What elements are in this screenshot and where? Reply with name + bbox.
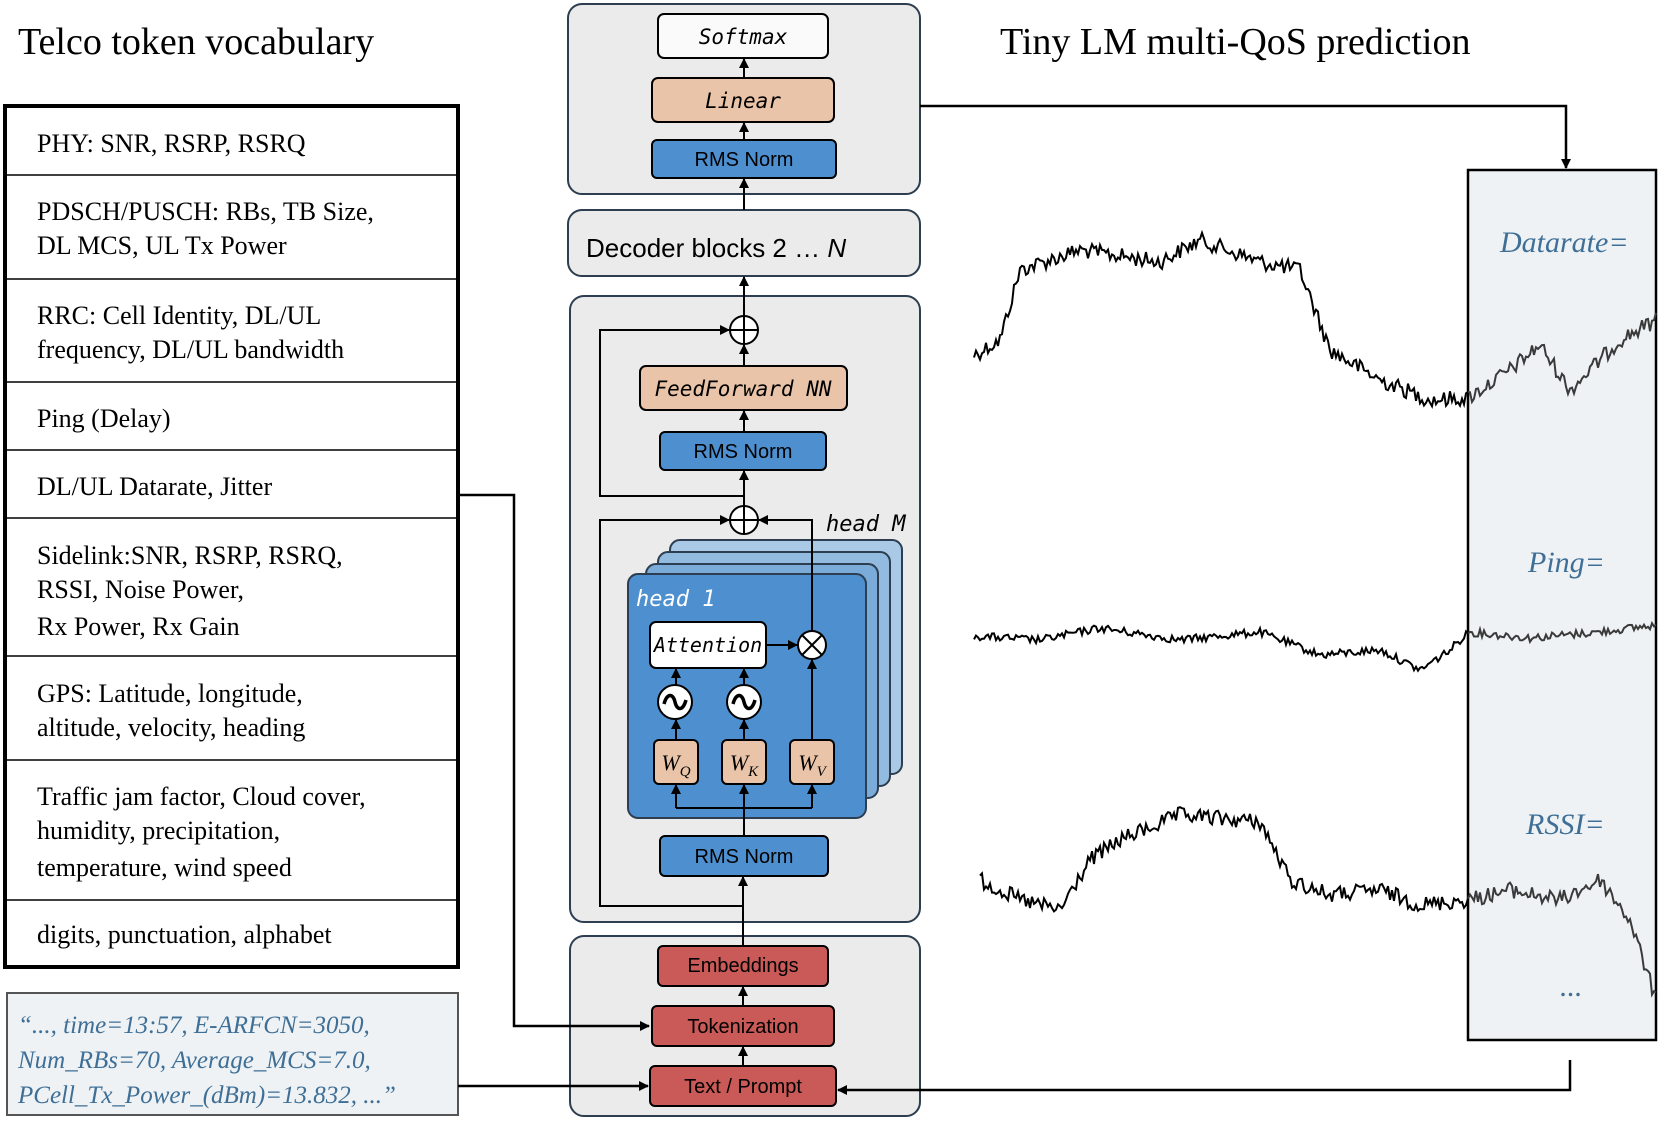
datarate-predicted-curve (1467, 312, 1657, 405)
vocab-row-pdsch-line2: DL MCS, UL Tx Power (37, 231, 287, 260)
qos-curves (973, 229, 1657, 998)
softmax-label: Softmax (699, 25, 788, 49)
vocab-row-sidelink-line1: Sidelink:SNR, RSRP, RSRQ, (37, 541, 343, 570)
feedforward-label: FeedForward NN (654, 377, 831, 401)
embeddings-label: Embeddings (687, 955, 798, 977)
rssi-label: RSSI= (1525, 808, 1605, 841)
vocab-row-sidelink-line2: RSSI, Noise Power, (37, 575, 244, 604)
multiply-icon (797, 630, 827, 660)
vocab-row-weather-line2: humidity, precipitation, (37, 816, 280, 845)
text-prompt-label: Text / Prompt (684, 1076, 802, 1098)
ping-predicted-curve (1467, 620, 1657, 645)
rssi-history-curve (979, 806, 1469, 913)
linear-label: Linear (705, 89, 781, 113)
residual-add-bottom (729, 505, 759, 535)
vocab-row-digits: digits, punctuation, alphabet (37, 920, 332, 949)
rms-norm-ffn-label: RMS Norm (694, 441, 793, 463)
decoder-blocks-label: Decoder blocks 2 … N (586, 233, 846, 263)
vocab-row-datarate: DL/UL Datarate, Jitter (37, 472, 272, 501)
rotary-q-icon (657, 684, 693, 720)
prompt-example-line2: Num_RBs=70, Average_MCS=7.0, (17, 1047, 371, 1074)
rms-norm-top-label: RMS Norm (695, 149, 794, 171)
prediction-panel (1466, 168, 1658, 1042)
vocab-row-gps-line2: altitude, velocity, heading (37, 713, 305, 742)
prompt-example-line1: “..., time=13:57, E-ARFCN=3050, (18, 1012, 370, 1039)
vocab-row-ping: Ping (Delay) (37, 404, 171, 433)
wv-label: WV (798, 750, 827, 780)
rssi-predicted-curve (1467, 873, 1657, 998)
head-m-label: head M (826, 512, 906, 537)
residual-add-top (729, 315, 759, 345)
datarate-label: Datarate= (1499, 226, 1629, 259)
vocab-row-weather-line1: Traffic jam factor, Cloud cover, (37, 782, 366, 811)
ping-label: Ping= (1527, 546, 1605, 579)
vocab-table: PHY: SNR, RSRP, RSRQ PDSCH/PUSCH: RBs, T… (3, 104, 460, 969)
architecture-arrows (599, 58, 817, 1066)
rms-norm-attn-label: RMS Norm (695, 846, 794, 868)
tokenization-label: Tokenization (687, 1016, 798, 1038)
vocab-title: Telco token vocabulary (18, 21, 374, 63)
prompt-example-box: “..., time=13:57, E-ARFCN=3050, Num_RBs=… (6, 992, 459, 1116)
rotary-k-icon (726, 684, 762, 720)
head-1-label: head 1 (636, 587, 715, 612)
wq-label: WQ (661, 750, 690, 780)
vocab-row-rrc-line2: frequency, DL/UL bandwidth (37, 335, 344, 364)
wk-label: WK (730, 750, 759, 780)
prediction-title: Tiny LM multi-QoS prediction (1000, 21, 1470, 63)
vocab-row-sidelink-line3: Rx Power, Rx Gain (37, 612, 240, 641)
vocab-row-rrc-line1: RRC: Cell Identity, DL/UL (37, 301, 321, 330)
datarate-history-curve (973, 229, 1469, 409)
vocab-row-weather-line3: temperature, wind speed (37, 853, 292, 882)
ping-history-curve (973, 624, 1469, 673)
vocab-row-gps-line1: GPS: Latitude, longitude, (37, 679, 303, 708)
prompt-example-line3: PCell_Tx_Power_(dBm)=13.832, ...” (17, 1082, 396, 1109)
vocab-row-phy: PHY: SNR, RSRP, RSRQ (37, 129, 306, 158)
vocab-row-pdsch-line1: PDSCH/PUSCH: RBs, TB Size, (37, 197, 374, 226)
attention-label: Attention (652, 633, 762, 657)
connector-arrows (458, 104, 1572, 1095)
more-metrics-ellipsis: ... (1560, 970, 1583, 1003)
